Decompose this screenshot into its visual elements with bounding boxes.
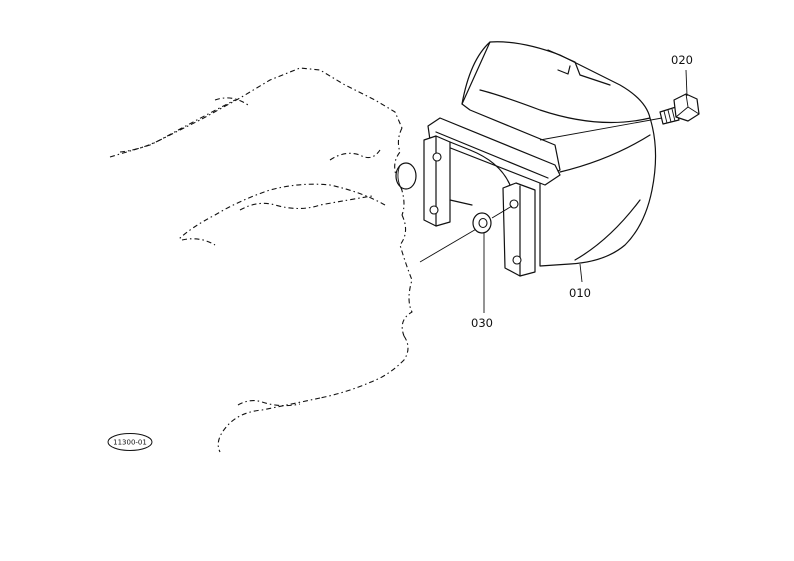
callout-030: 030 [471, 316, 493, 330]
flywheel-housing-outline [109, 67, 413, 453]
cover-part-010 [423, 41, 657, 277]
housing-boss [395, 162, 417, 191]
figure-reference-text: 11300-01 [113, 439, 147, 447]
callout-010: 010 [569, 286, 591, 300]
washer-part-030 [419, 205, 513, 313]
bolt-part-020 [539, 69, 700, 141]
leader-010 [579, 263, 583, 283]
callout-020: 020 [671, 53, 693, 67]
figure-reference-badge: 11300-01 [107, 433, 153, 451]
